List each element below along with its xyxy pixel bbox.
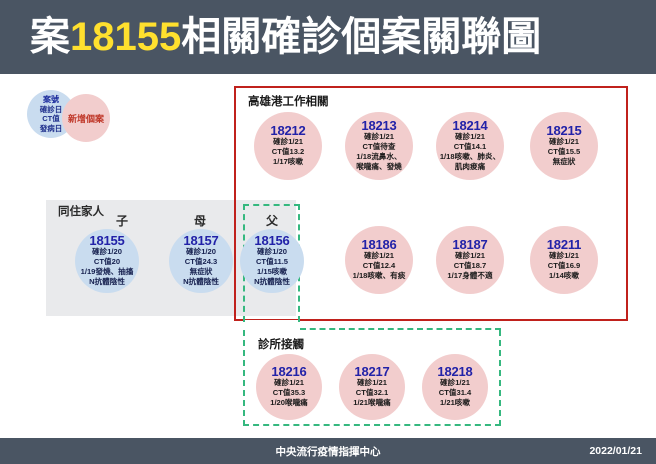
case-circle-18187[interactable]: 18187 確診1/21 CT值18.7 1/17身體不適 xyxy=(436,226,504,294)
case-confirm-date: 確診1/21 xyxy=(549,250,579,260)
case-ct-value: CT值15.5 xyxy=(547,146,581,156)
case-id: 18187 xyxy=(452,236,488,252)
case-ct-value: CT值待查 xyxy=(362,141,396,151)
legend-line-confirm-date: 確診日 xyxy=(39,104,63,114)
case-circle-18157[interactable]: 18157 確診1/20 CT值24.3 無症狀 N抗體陰性 xyxy=(169,229,233,293)
port-group-box xyxy=(234,86,628,321)
case-ct-value: CT值16.9 xyxy=(547,260,581,270)
case-symptoms: 1/18咳嗽、有痰 xyxy=(352,270,406,280)
legend-pink-circle: 新增個案 xyxy=(62,94,110,142)
case-circle-18214[interactable]: 18214 確診1/21 CT值14.1 1/18咳嗽、肺炎、 肌肉痠痛 xyxy=(436,112,504,180)
case-circle-18217[interactable]: 18217 確診1/21 CT值32.1 1/21喉嚨痛 xyxy=(339,354,405,420)
case-antibody: N抗體陰性 xyxy=(89,276,125,286)
case-antibody: N抗體陰性 xyxy=(183,276,219,286)
title-bar: 案18155相關確診個案關聯圖 xyxy=(0,0,656,74)
case-symptoms: 1/19發燒、抽搐 xyxy=(80,266,134,276)
case-confirm-date: 確診1/21 xyxy=(364,250,394,260)
title-prefix: 案 xyxy=(30,15,70,59)
case-confirm-date: 確診1/21 xyxy=(455,250,485,260)
family-group-title: 同住家人 xyxy=(58,206,104,218)
case-ct-value: CT值20 xyxy=(93,256,121,266)
case-confirm-date: 確診1/21 xyxy=(455,131,485,141)
case-ct-value: CT值31.4 xyxy=(438,387,472,397)
case-confirm-date: 確診1/21 xyxy=(549,136,579,146)
case-circle-18215[interactable]: 18215 確診1/21 CT值15.5 無症狀 xyxy=(530,112,598,180)
case-symptoms: 無症狀 xyxy=(552,156,576,166)
legend-line-onset-date: 發病日 xyxy=(39,123,63,133)
case-id: 18213 xyxy=(361,117,397,133)
title-suffix: 相關確診個案關聯圖 xyxy=(181,15,542,59)
case-circle-18155[interactable]: 18155 確診1/20 CT值20 1/19發燒、抽搐 N抗體陰性 xyxy=(75,229,139,293)
case-id: 18186 xyxy=(361,236,397,252)
relation-label-father: 父 xyxy=(265,214,278,228)
case-ct-value: CT值24.3 xyxy=(184,256,218,266)
green-dashed-top-segment xyxy=(300,328,501,330)
case-symptoms: 1/21咳嗽 xyxy=(440,397,470,407)
case-circle-18218[interactable]: 18218 確診1/21 CT值31.4 1/21咳嗽 xyxy=(422,354,488,420)
green-box-join-mask xyxy=(245,320,298,332)
page-title: 案18155相關確診個案關聯圖 xyxy=(30,8,541,66)
legend-line-case-number: 案號 xyxy=(43,95,59,104)
case-confirm-date: 確診1/21 xyxy=(357,377,387,387)
relation-label-son: 子 xyxy=(115,214,128,228)
case-symptoms-1: 1/18流鼻水、 xyxy=(356,151,402,161)
case-id: 18218 xyxy=(437,363,473,379)
case-ct-value: CT值13.2 xyxy=(271,146,305,156)
case-id: 18217 xyxy=(354,363,390,379)
footer-bar: 中央流行疫情指揮中心 2022/01/21 xyxy=(0,438,656,464)
case-circle-18213[interactable]: 18213 確診1/21 CT值待查 1/18流鼻水、 喉嚨痛、發燒 xyxy=(345,112,413,180)
case-id: 18157 xyxy=(183,232,219,248)
footer-date: 2022/01/21 xyxy=(589,445,642,457)
case-confirm-date: 確診1/21 xyxy=(364,131,394,141)
case-id: 18155 xyxy=(89,232,125,248)
case-symptoms-1: 1/18咳嗽、肺炎、 xyxy=(439,151,501,161)
case-symptoms-2: 肌肉痠痛 xyxy=(454,161,486,171)
case-antibody: N抗體陰性 xyxy=(254,276,290,286)
case-ct-value: CT值18.7 xyxy=(453,260,487,270)
case-id: 18215 xyxy=(546,122,582,138)
case-ct-value: CT值12.4 xyxy=(362,260,396,270)
case-confirm-date: 確診1/20 xyxy=(92,246,122,256)
port-group-title: 高雄港工作相關 xyxy=(248,96,329,108)
case-symptoms: 1/17身體不適 xyxy=(447,270,493,280)
case-circle-18211[interactable]: 18211 確診1/21 CT值16.9 1/14咳嗽 xyxy=(530,226,598,294)
relation-label-mother: 母 xyxy=(193,214,206,228)
case-confirm-date: 確診1/21 xyxy=(440,377,470,387)
case-confirm-date: 確診1/21 xyxy=(273,136,303,146)
legend-line-ct-value: CT值 xyxy=(42,114,60,123)
case-symptoms: 1/17咳嗽 xyxy=(273,156,303,166)
green-dashed-box-clinic xyxy=(243,330,501,426)
case-confirm-date: 確診1/21 xyxy=(274,377,304,387)
case-symptoms: 無症狀 xyxy=(189,266,213,276)
title-case-number: 18155 xyxy=(70,15,182,59)
case-id: 18216 xyxy=(271,363,307,379)
case-id: 18156 xyxy=(254,232,290,248)
case-ct-value: CT值35.3 xyxy=(272,387,306,397)
footer-organization: 中央流行疫情指揮中心 xyxy=(275,445,381,458)
case-symptoms-2: 喉嚨痛、發燒 xyxy=(356,161,402,171)
case-circle-18212[interactable]: 18212 確診1/21 CT值13.2 1/17咳嗽 xyxy=(254,112,322,180)
case-id: 18211 xyxy=(546,236,582,252)
case-confirm-date: 確診1/20 xyxy=(257,246,287,256)
case-ct-value: CT值11.5 xyxy=(255,256,289,266)
clinic-group-title: 診所接觸 xyxy=(258,339,304,351)
case-symptoms: 1/15咳嗽 xyxy=(257,266,287,276)
case-ct-value: CT值14.1 xyxy=(453,141,487,151)
case-id: 18214 xyxy=(452,117,488,133)
case-circle-18156[interactable]: 18156 確診1/20 CT值11.5 1/15咳嗽 N抗體陰性 xyxy=(240,229,304,293)
case-confirm-date: 確診1/20 xyxy=(186,246,216,256)
case-symptoms: 1/14咳嗽 xyxy=(549,270,579,280)
case-id: 18212 xyxy=(270,122,306,138)
case-circle-18216[interactable]: 18216 確診1/21 CT值35.3 1/20喉嚨痛 xyxy=(256,354,322,420)
legend-new-case-label: 新增個案 xyxy=(67,113,104,124)
case-circle-18186[interactable]: 18186 確診1/21 CT值12.4 1/18咳嗽、有痰 xyxy=(345,226,413,294)
case-symptoms: 1/20喉嚨痛 xyxy=(270,397,308,407)
case-symptoms: 1/21喉嚨痛 xyxy=(353,397,391,407)
case-ct-value: CT值32.1 xyxy=(355,387,389,397)
